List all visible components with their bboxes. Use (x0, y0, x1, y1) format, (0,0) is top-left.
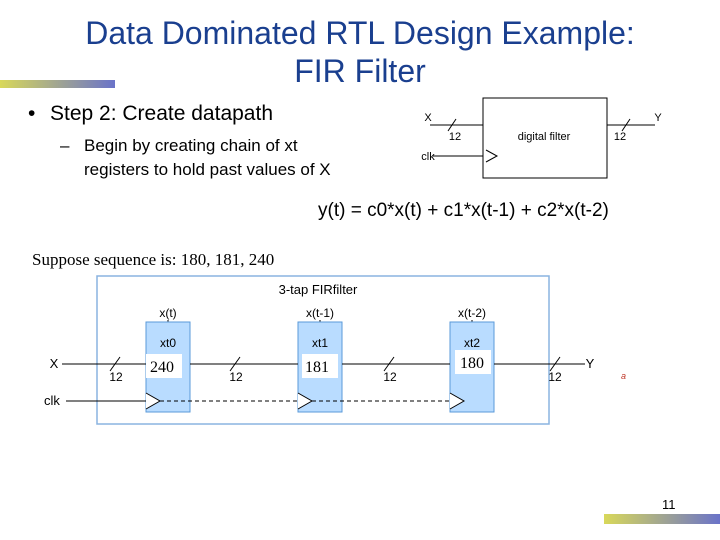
fir-filter-border (96, 275, 550, 425)
digital-filter-label: digital filter (518, 131, 571, 143)
register-xt2 (449, 321, 495, 413)
filter-equation: y(t) = c0*x(t) + c1*x(t-1) + c2*x(t-2) (318, 200, 609, 221)
sub-bullet-marker: – (60, 136, 70, 155)
fir-clk-label: clk (44, 393, 60, 408)
sequence-text: Suppose sequence is: 180, 181, 240 (32, 250, 275, 269)
slash-xt0-xt1 (229, 356, 241, 372)
clock-triangle-icon (485, 149, 499, 163)
register-name-xt1: xt1 (312, 336, 328, 350)
page-number: 11 (662, 497, 676, 512)
bullet-step-2: • Step 2: Create datapath (28, 102, 273, 126)
clock-triangle-icon (297, 392, 314, 410)
digital-filter-box (482, 97, 608, 179)
fir-bus-width-2: 12 (383, 370, 397, 384)
input-label: X (424, 112, 432, 124)
fir-filter-title: 3-tap FIRfilter (279, 282, 358, 297)
fir-output-label: Y (586, 356, 595, 371)
clock-triangle-icon (449, 392, 466, 410)
signal-label-xt: x(t) (159, 306, 176, 320)
fir-bus-width-0: 12 (109, 370, 123, 384)
input-bus-slash (447, 118, 457, 132)
slash-xt2-out (549, 356, 561, 372)
sub-bullet-text: Begin by creating chain of xt registers … (84, 136, 331, 179)
register-value-xt2: 180 (460, 355, 484, 372)
value-box-xt2 (455, 350, 491, 374)
bullet-text: Step 2: Create datapath (50, 102, 273, 125)
title-line-2: FIR Filter (294, 53, 426, 89)
register-value-xt0: 240 (150, 359, 174, 376)
register-name-xt0: xt0 (160, 336, 176, 350)
fir-bus-width-1: 12 (229, 370, 243, 384)
title-line-1: Data Dominated RTL Design Example: (85, 15, 635, 51)
bullet-marker: • (28, 102, 36, 125)
input-width-label: 12 (449, 131, 461, 143)
slide-title: Data Dominated RTL Design Example: FIR F… (0, 14, 720, 90)
register-xt1 (297, 321, 343, 413)
register-value-xt1: 181 (305, 359, 329, 376)
value-box-xt0 (146, 354, 182, 378)
fir-bus-width-3: 12 (548, 370, 562, 384)
fir-input-label: X (50, 356, 59, 371)
clk-label: clk (421, 151, 435, 163)
fir-input-slash (109, 356, 121, 372)
clock-triangle-icon (145, 392, 162, 410)
title-accent-bar (0, 80, 115, 88)
footer-accent-bar (604, 514, 720, 524)
output-bus-slash (621, 118, 631, 132)
stray-mark: a (621, 371, 626, 381)
slash-xt1-xt2 (383, 356, 395, 372)
signal-label-xt-1: x(t-1) (306, 306, 334, 320)
signal-label-xt-2: x(t-2) (458, 306, 486, 320)
output-width-label: 12 (614, 131, 626, 143)
register-xt0 (145, 321, 191, 413)
value-box-xt1 (302, 354, 338, 378)
register-name-xt2: xt2 (464, 336, 480, 350)
output-label: Y (654, 112, 662, 124)
